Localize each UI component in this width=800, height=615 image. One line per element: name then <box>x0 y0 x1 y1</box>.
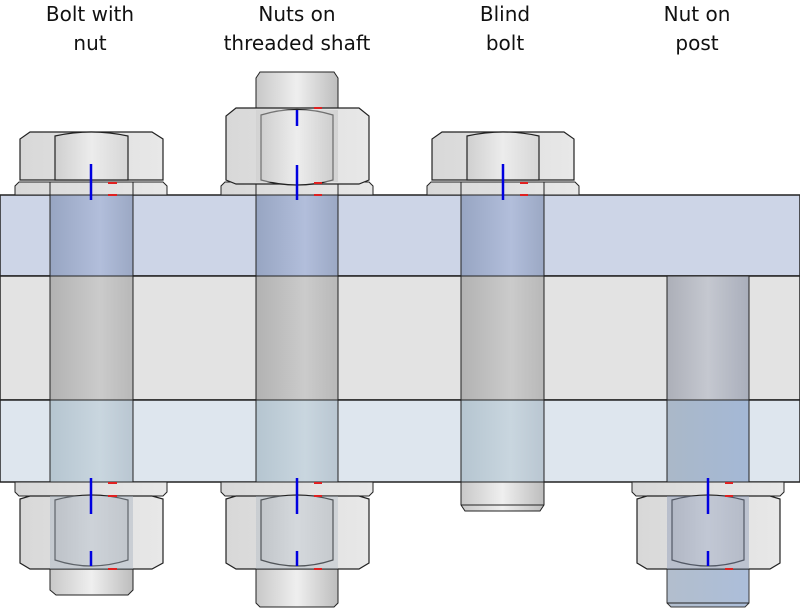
bolt-head <box>431 131 575 181</box>
label-line-1: Blind <box>479 2 531 26</box>
label-line-2: bolt <box>485 31 525 55</box>
label-line-1: Bolt with <box>45 2 135 26</box>
label-line-2: threaded shaft <box>223 31 371 55</box>
label-line-2: post <box>675 31 719 55</box>
nut-bottom <box>19 494 164 570</box>
shaft-threaded <box>255 194 339 483</box>
threaded-shaft-top <box>255 71 339 109</box>
label-line-2: nut <box>73 31 107 55</box>
label-line-1: Nuts on <box>258 2 336 26</box>
nut-top-threaded <box>225 107 370 186</box>
bolt-head <box>19 131 164 181</box>
thread-markers <box>108 107 733 570</box>
axis-markers <box>89 110 710 566</box>
shaft-bolt-with-nut <box>49 194 134 483</box>
label-bolt-with-nut: Bolt with nut <box>0 0 190 58</box>
shaft-blind-bolt <box>460 194 545 512</box>
label-nut-on-post: Nut on post <box>597 0 797 58</box>
label-blind-bolt: Blind bolt <box>405 0 605 58</box>
label-nuts-on-threaded-shaft: Nuts on threaded shaft <box>197 0 397 58</box>
label-line-1: Nut on <box>663 2 731 26</box>
